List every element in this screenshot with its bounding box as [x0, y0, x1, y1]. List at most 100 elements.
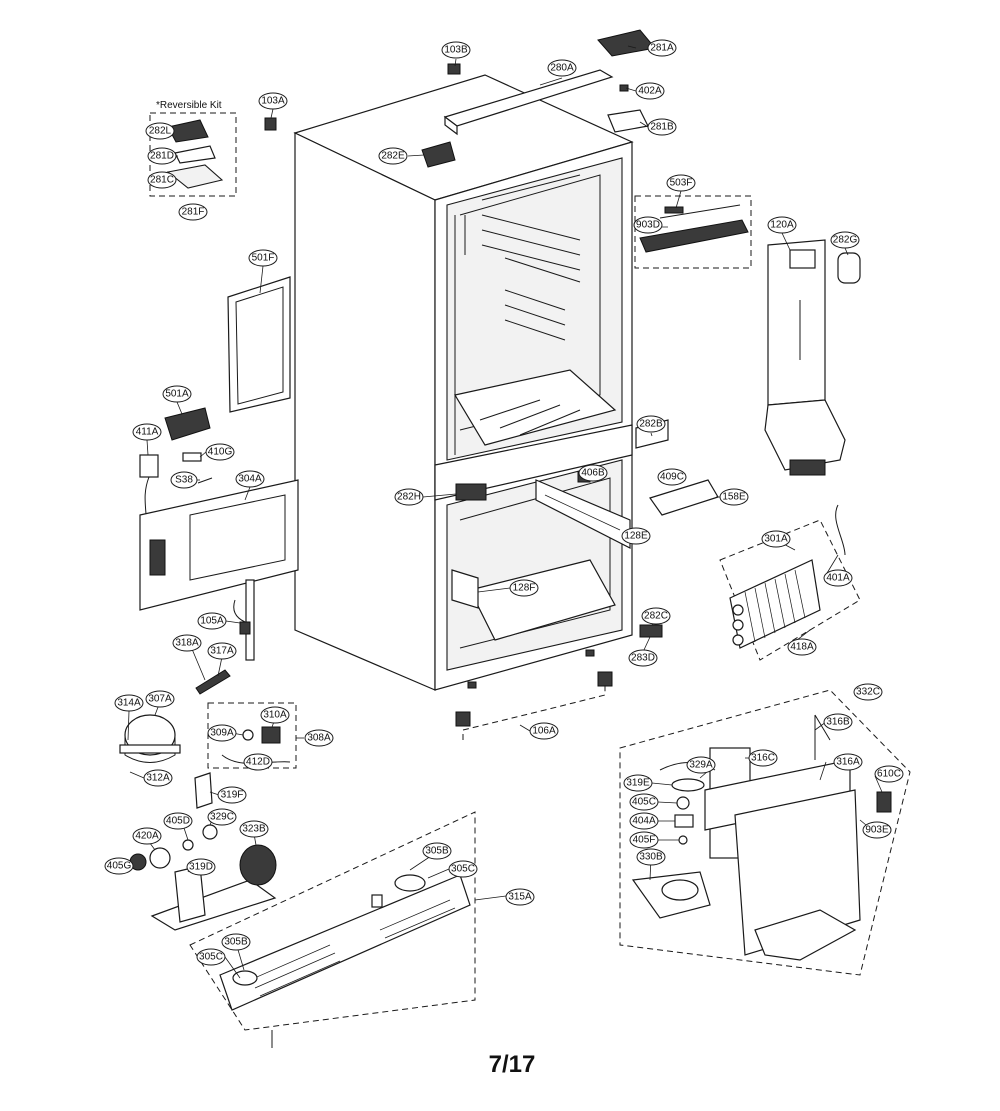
part-319f-shape	[194, 772, 213, 809]
svg-text:281A: 281A	[650, 43, 674, 54]
part-405f-shape	[678, 835, 688, 845]
svg-text:282E: 282E	[381, 151, 405, 162]
svg-text:128F: 128F	[513, 583, 536, 594]
svg-text:503F: 503F	[670, 178, 693, 189]
svg-text:319E: 319E	[626, 778, 650, 789]
label-319e: 319E	[623, 774, 653, 792]
label-332c: 332C	[853, 683, 883, 701]
svg-text:305C: 305C	[451, 864, 475, 875]
label-501f: 501F	[248, 249, 278, 267]
reversible-kit-box	[149, 112, 237, 197]
fan-motor-330b	[631, 871, 711, 919]
label-305b-upper: 305B	[422, 842, 452, 860]
svg-text:903D: 903D	[636, 220, 660, 231]
label-281a: 281A	[647, 39, 677, 57]
label-280a: 280A	[547, 59, 577, 77]
label-282h: 282H	[394, 488, 424, 506]
label-283d: 283D	[628, 649, 658, 667]
label-305b-lower: 305B	[221, 933, 251, 951]
fan-shroud-319d	[150, 865, 277, 931]
top-hinge-bar	[443, 69, 614, 136]
back-cover-304a	[139, 479, 299, 611]
part-410g-shape	[182, 452, 202, 462]
label-316c: 316C	[748, 749, 778, 767]
svg-text:329A: 329A	[689, 760, 713, 771]
label-412d: 412D	[243, 753, 273, 771]
fan-cover-903e	[734, 789, 861, 961]
label-405f: 405F	[629, 831, 659, 849]
svg-text:309A: 309A	[210, 728, 234, 739]
cover-282e-shape	[421, 141, 456, 168]
svg-text:307A: 307A	[148, 694, 172, 705]
label-301a: 301A	[761, 530, 791, 548]
svg-text:903E: 903E	[865, 825, 889, 836]
part-319e-shape	[671, 778, 705, 792]
label-310a: 310A	[260, 706, 290, 724]
svg-text:305C: 305C	[199, 952, 223, 963]
svg-text:S38: S38	[175, 475, 193, 486]
label-329a: 329A	[686, 756, 716, 774]
part-labels: 103B 281A 280A 402A 103A 281B 282L 281D …	[104, 39, 904, 966]
svg-text:281F: 281F	[182, 207, 205, 218]
svg-text:281D: 281D	[150, 151, 174, 162]
bracket-103b-shape	[447, 63, 461, 75]
label-120a: 120A	[767, 216, 797, 234]
rail-128e	[535, 479, 631, 549]
label-281b: 281B	[647, 118, 677, 136]
filter-part-503f	[664, 206, 684, 214]
svg-text:106A: 106A	[532, 726, 556, 737]
air-duct-120a	[764, 239, 846, 476]
label-105a: 105A	[197, 612, 227, 630]
bracket-103a-shape	[264, 117, 277, 131]
svg-text:501F: 501F	[252, 253, 275, 264]
page-number: 7/17	[489, 1051, 536, 1078]
label-318a: 318A	[172, 634, 202, 652]
label-128e: 128E	[621, 527, 651, 545]
svg-text:406B: 406B	[581, 468, 605, 479]
reversible-kit-note: *Reversible Kit	[156, 100, 222, 111]
svg-text:330B: 330B	[639, 852, 663, 863]
lamp-158e-shape	[649, 479, 719, 516]
foot-right-106a	[597, 671, 613, 687]
label-282c: 282C	[641, 607, 671, 625]
reversible-part-281c	[166, 164, 224, 189]
label-282l: 282L	[145, 122, 175, 140]
svg-text:304A: 304A	[238, 474, 262, 485]
filter-kit-box	[634, 195, 752, 269]
label-410g: 410G	[205, 443, 235, 461]
svg-text:316C: 316C	[751, 753, 775, 764]
svg-text:323B: 323B	[242, 824, 266, 835]
reversible-part-281d	[174, 145, 216, 164]
svg-text:405D: 405D	[166, 816, 190, 827]
washer-405d	[182, 839, 194, 851]
svg-text:316A: 316A	[836, 757, 860, 768]
svg-text:283D: 283D	[631, 653, 655, 664]
label-503f: 503F	[666, 174, 696, 192]
svg-text:282G: 282G	[833, 235, 858, 246]
label-401a: 401A	[823, 569, 853, 587]
label-411a: 411A	[132, 423, 162, 441]
svg-text:412D: 412D	[246, 757, 270, 768]
label-s38: S38	[170, 471, 198, 489]
label-317a: 317A	[207, 642, 237, 660]
label-312a: 312A	[143, 769, 173, 787]
label-903e: 903E	[862, 821, 892, 839]
compressor-307a	[119, 714, 181, 763]
label-282e: 282E	[378, 147, 408, 165]
label-405d: 405D	[163, 812, 193, 830]
rear-assembly-box	[619, 689, 911, 976]
label-319f: 319F	[217, 786, 247, 804]
label-309a: 309A	[207, 724, 237, 742]
label-903d: 903D	[633, 216, 663, 234]
label-404a: 404A	[629, 812, 659, 830]
machine-compartment-box	[189, 811, 476, 1031]
svg-text:318A: 318A	[175, 638, 199, 649]
svg-text:329C: 329C	[210, 812, 234, 823]
svg-text:332C: 332C	[856, 687, 880, 698]
foot-left-106a	[455, 711, 471, 727]
hinge-281a-shape	[597, 29, 656, 57]
svg-text:280A: 280A	[550, 63, 574, 74]
label-501a: 501A	[162, 385, 192, 403]
drain-tube-105a	[233, 579, 255, 661]
